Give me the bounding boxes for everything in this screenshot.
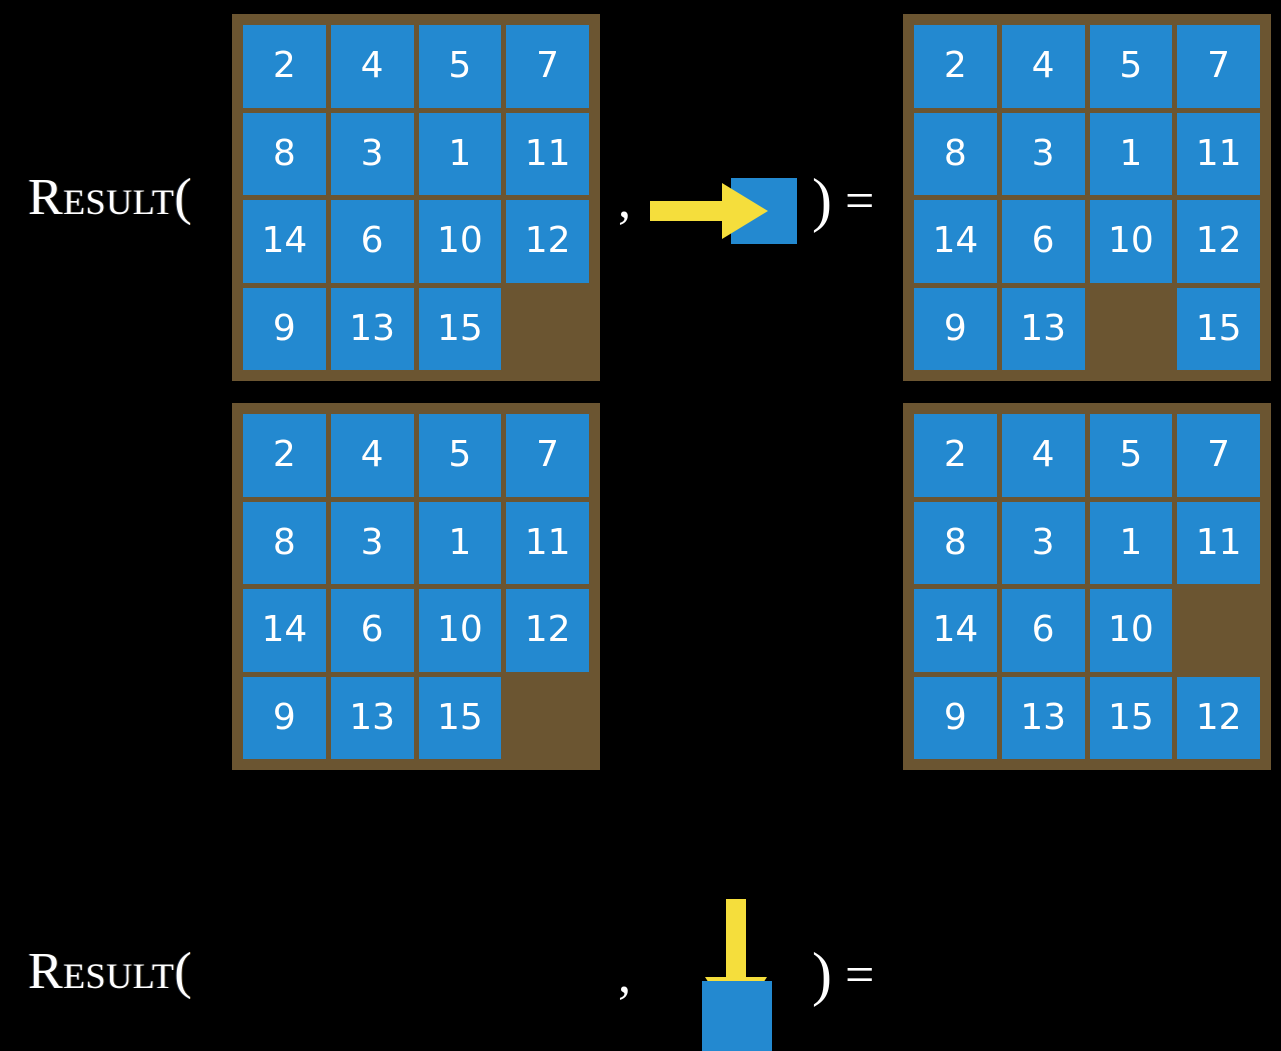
puzzle-tile[interactable]: 7	[506, 414, 589, 497]
puzzle-tile[interactable]: 7	[1177, 414, 1260, 497]
puzzle-tile[interactable]: 8	[914, 501, 997, 584]
puzzle-tile[interactable]: 11	[506, 112, 589, 195]
puzzle-tile[interactable]: 12	[1177, 200, 1260, 283]
puzzle-tile[interactable]: 6	[1001, 200, 1085, 283]
puzzle-tile[interactable]: 2	[243, 25, 326, 108]
puzzle-tile[interactable]: 7	[1177, 25, 1260, 108]
puzzle-tile[interactable]: 1	[418, 501, 502, 584]
puzzle-tile[interactable]: 4	[1001, 414, 1085, 497]
puzzle-tile[interactable]: 14	[243, 589, 326, 672]
move-argument-tile	[702, 981, 772, 1051]
puzzle-tile[interactable]: 2	[914, 414, 997, 497]
puzzle-tile[interactable]: 4	[330, 414, 414, 497]
result-function-label: Result(	[28, 943, 193, 1000]
puzzle-tile[interactable]: 15	[418, 287, 502, 370]
puzzle-tile[interactable]: 12	[1177, 676, 1260, 759]
puzzle-tile[interactable]: 6	[330, 200, 414, 283]
puzzle-tile[interactable]: 13	[330, 676, 414, 759]
puzzle-tile[interactable]: 9	[914, 287, 997, 370]
puzzle-tile[interactable]: 5	[418, 25, 502, 108]
puzzle-tile[interactable]: 14	[914, 589, 997, 672]
puzzle-tile[interactable]: 3	[1001, 501, 1085, 584]
puzzle-tile[interactable]: 7	[506, 25, 589, 108]
argument-separator-comma: ,	[618, 947, 631, 1004]
puzzle-tile[interactable]: 11	[1177, 112, 1260, 195]
puzzle-tile[interactable]: 10	[1089, 200, 1173, 283]
puzzle-tile[interactable]: 8	[914, 112, 997, 195]
puzzle-tile[interactable]: 9	[914, 676, 997, 759]
puzzle-tile[interactable]: 4	[330, 25, 414, 108]
puzzle-tile[interactable]: 1	[1089, 112, 1173, 195]
puzzle-tile[interactable]: 10	[1089, 589, 1173, 672]
puzzle-tile-empty	[1090, 288, 1173, 371]
puzzle-tile-empty	[1177, 589, 1260, 672]
equals-sign: =	[845, 173, 875, 230]
puzzle-tile[interactable]: 14	[243, 200, 326, 283]
puzzle-tile[interactable]: 10	[418, 589, 502, 672]
puzzle-tile[interactable]: 13	[1001, 676, 1085, 759]
puzzle-tile[interactable]: 5	[418, 414, 502, 497]
closing-parenthesis: )	[812, 167, 832, 233]
puzzle-tile[interactable]: 11	[506, 501, 589, 584]
puzzle-tile[interactable]: 3	[330, 501, 414, 584]
puzzle-tile[interactable]: 5	[1089, 414, 1173, 497]
puzzle-tile[interactable]: 10	[418, 200, 502, 283]
puzzle-tile[interactable]: 8	[243, 112, 326, 195]
puzzle-tile[interactable]: 1	[418, 112, 502, 195]
puzzle-tile[interactable]: 8	[243, 501, 326, 584]
closing-parenthesis: )	[812, 941, 832, 1007]
puzzle-tile[interactable]: 14	[914, 200, 997, 283]
puzzle-tile[interactable]: 3	[1001, 112, 1085, 195]
puzzle-tile[interactable]: 12	[506, 589, 589, 672]
puzzle-tile[interactable]: 15	[1089, 676, 1173, 759]
puzzle-tile[interactable]: 4	[1001, 25, 1085, 108]
puzzle-tile[interactable]: 6	[1001, 589, 1085, 672]
puzzle-tile[interactable]: 3	[330, 112, 414, 195]
puzzle-tile[interactable]: 2	[914, 25, 997, 108]
puzzle-tile[interactable]: 9	[243, 287, 326, 370]
puzzle-tile[interactable]: 12	[506, 200, 589, 283]
result-function-label: Result(	[28, 169, 193, 226]
puzzle-tile[interactable]: 13	[1001, 287, 1085, 370]
puzzle-tile[interactable]: 11	[1177, 501, 1260, 584]
puzzle-tile-empty	[506, 288, 589, 371]
argument-separator-comma: ,	[618, 172, 631, 229]
puzzle-tile[interactable]: 15	[1177, 287, 1260, 370]
arrow-right-icon	[650, 183, 768, 239]
puzzle-tile-empty	[506, 677, 589, 760]
puzzle-tile[interactable]: 13	[330, 287, 414, 370]
puzzle-tile[interactable]: 2	[243, 414, 326, 497]
puzzle-tile[interactable]: 15	[418, 676, 502, 759]
puzzle-tile[interactable]: 1	[1089, 501, 1173, 584]
puzzle-tile[interactable]: 9	[243, 676, 326, 759]
equals-sign: =	[845, 947, 875, 1004]
puzzle-tile[interactable]: 5	[1089, 25, 1173, 108]
puzzle-tile[interactable]: 6	[330, 589, 414, 672]
